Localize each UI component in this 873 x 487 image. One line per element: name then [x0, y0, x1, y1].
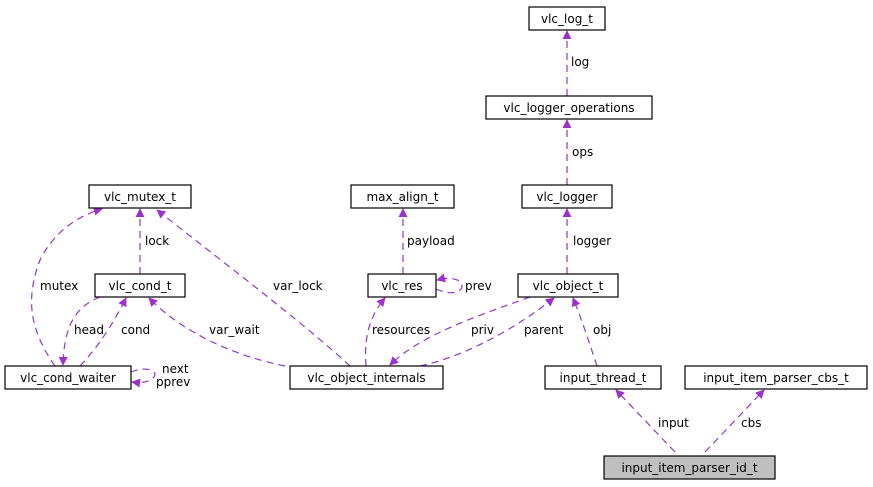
node-label: vlc_logger_operations	[503, 101, 634, 115]
node-box	[603, 455, 776, 480]
edge-label: obj	[593, 323, 611, 337]
edge-head: head	[58, 296, 104, 366]
edge-lock: lock	[135, 208, 169, 274]
edge-label: input	[658, 416, 689, 430]
edge-label: var_lock	[273, 279, 323, 293]
edge-line	[156, 209, 351, 367]
edge-obj: obj	[571, 297, 611, 367]
edge-line	[615, 389, 676, 453]
edge-label: parent	[524, 323, 564, 337]
edge-label: ops	[572, 145, 593, 159]
edge-line	[30, 206, 103, 367]
edge-line	[435, 273, 463, 294]
edge-prev: prev	[435, 273, 492, 294]
node-box	[485, 95, 653, 120]
edge-line	[364, 297, 386, 367]
edge-pprev: pprev	[156, 375, 190, 389]
edge-line	[148, 297, 286, 367]
node-vlc-logger-operations[interactable]: vlc_logger_operations	[485, 95, 653, 120]
edge-label: cbs	[741, 416, 761, 430]
node-label: vlc_logger	[536, 190, 597, 204]
node-max-align-t[interactable]: max_align_t	[350, 184, 455, 209]
edge-input: input	[615, 389, 689, 453]
edge-label: prev	[465, 279, 492, 293]
edge-label: cond	[121, 323, 150, 337]
node-label: vlc_res	[381, 279, 422, 293]
node-box	[684, 365, 868, 390]
node-label: input_item_parser_id_t	[621, 461, 757, 475]
edge-mutex: mutex	[30, 206, 103, 367]
node-vlc-object-t[interactable]: vlc_object_t	[517, 273, 619, 298]
node-input-item-parser-id-t[interactable]: input_item_parser_id_t	[603, 455, 776, 480]
node-label: vlc_log_t	[541, 12, 593, 26]
edge-label: log	[571, 55, 589, 69]
edge-label: priv	[471, 323, 494, 337]
edge-resources: resources	[364, 297, 430, 367]
node-box	[517, 273, 619, 298]
node-box	[88, 184, 192, 209]
node-vlc-cond-waiter[interactable]: vlc_cond_waiter	[4, 365, 132, 390]
edge-var_wait: var_wait	[148, 297, 286, 367]
node-label: vlc_mutex_t	[104, 190, 176, 204]
node-vlc-mutex-t[interactable]: vlc_mutex_t	[88, 184, 192, 209]
edge-logger: logger	[562, 208, 611, 274]
node-label: vlc_object_t	[533, 279, 604, 293]
edge-priv: priv	[389, 296, 531, 366]
edge-label: head	[74, 323, 104, 337]
node-box	[521, 184, 613, 209]
edge-label: logger	[573, 234, 611, 248]
edge-label: lock	[145, 234, 169, 248]
node-label: vlc_cond_waiter	[20, 371, 116, 385]
node-box	[289, 365, 444, 390]
edge-label: mutex	[40, 279, 78, 293]
edge-label: next	[162, 362, 189, 376]
node-label: vlc_object_internals	[307, 371, 425, 385]
node-box	[367, 273, 437, 298]
node-vlc-logger[interactable]: vlc_logger	[521, 184, 613, 209]
node-input-item-parser-cbs-t[interactable]: input_item_parser_cbs_t	[684, 365, 868, 390]
edge-label: resources	[372, 323, 430, 337]
edge-parent: parent	[419, 297, 564, 367]
edge-line	[130, 368, 156, 388]
edge-line	[704, 389, 765, 453]
node-vlc-object-internals[interactable]: vlc_object_internals	[289, 365, 444, 390]
node-box	[350, 184, 455, 209]
edge-var_lock: var_lock	[156, 209, 351, 367]
edge-cond: cond	[79, 297, 150, 367]
node-label: max_align_t	[366, 190, 438, 204]
node-label: input_thread_t	[560, 371, 647, 385]
node-input-thread-t[interactable]: input_thread_t	[544, 365, 662, 390]
edge-label: pprev	[156, 375, 190, 389]
edge-payload: payload	[398, 208, 455, 274]
node-box	[94, 273, 186, 298]
node-label: input_item_parser_cbs_t	[703, 371, 849, 385]
edge-label: payload	[407, 234, 455, 248]
node-label: vlc_cond_t	[109, 279, 172, 293]
node-vlc-res[interactable]: vlc_res	[367, 273, 437, 298]
edge-line	[58, 296, 101, 366]
edge-line	[571, 297, 598, 367]
edge-log: log	[562, 30, 589, 96]
edge-line	[79, 297, 127, 367]
node-vlc-cond-t[interactable]: vlc_cond_t	[94, 273, 186, 298]
node-vlc-log-t[interactable]: vlc_log_t	[528, 6, 606, 31]
edge-ops: ops	[562, 119, 593, 185]
node-box	[4, 365, 132, 390]
edge-cbs: cbs	[704, 389, 765, 453]
edge-line	[419, 297, 555, 367]
edge-label: var_wait	[209, 323, 260, 337]
node-box	[528, 6, 606, 31]
node-box	[544, 365, 662, 390]
edge-next: next	[130, 362, 189, 388]
